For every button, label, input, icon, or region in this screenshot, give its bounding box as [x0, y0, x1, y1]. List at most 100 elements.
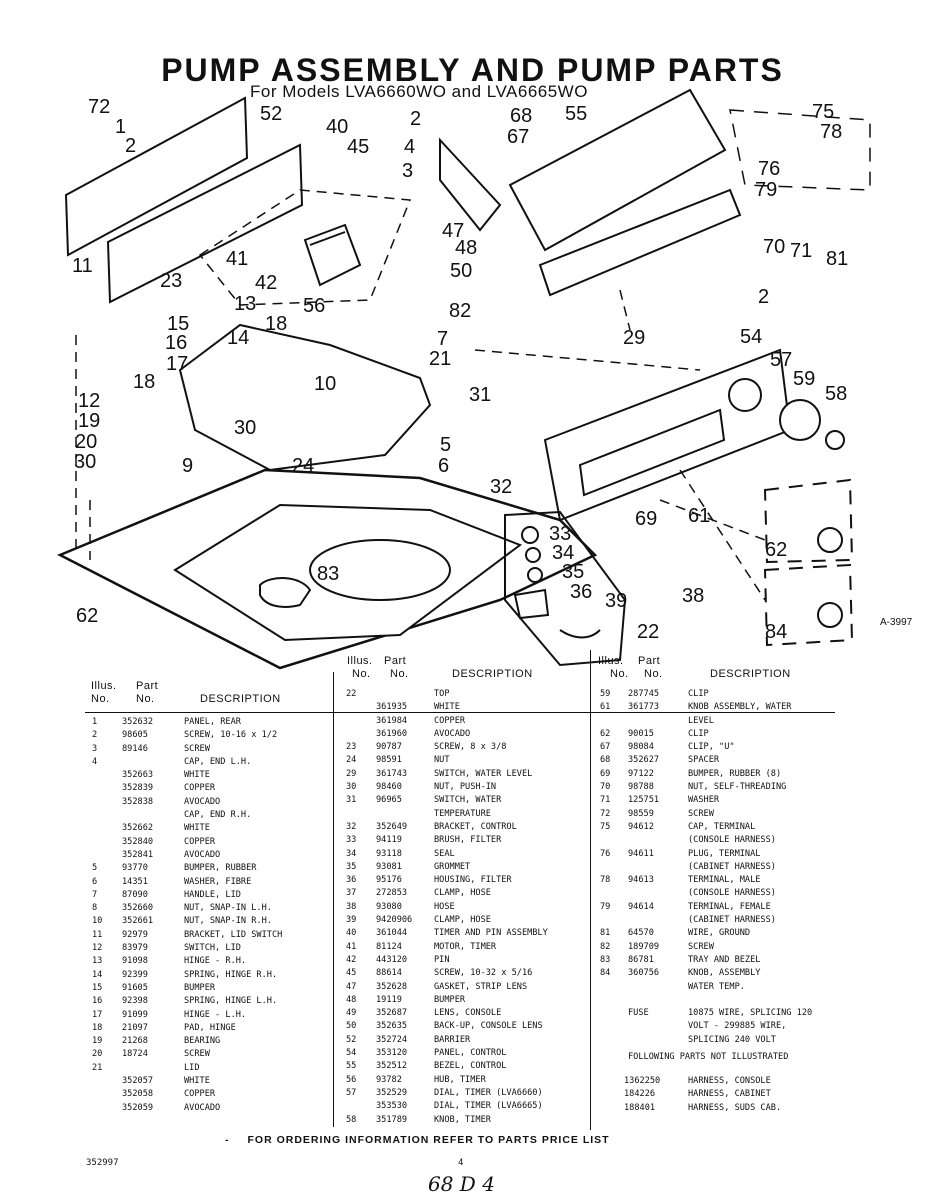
part-no: 93118	[376, 848, 402, 859]
description: KNOB ASSEMBLY, WATER	[688, 702, 792, 713]
part-no: 352662	[122, 823, 154, 834]
description: BACK-UP, CONSOLE LENS	[434, 1021, 543, 1032]
description: SWITCH, WATER	[434, 795, 502, 806]
description: WASHER	[688, 795, 720, 806]
part-no: 352663	[122, 770, 154, 781]
table-row: (CABINET HARNESS)	[598, 914, 848, 927]
callout-label: 1	[115, 116, 126, 138]
illus-no: 29	[346, 768, 357, 779]
description: NUT	[434, 755, 450, 766]
table-row: LEVEL	[598, 715, 848, 728]
illus-no: 22	[346, 689, 357, 699]
description: AVOCADO	[184, 849, 221, 860]
part-no: 95176	[376, 875, 402, 886]
illus-no: 50	[346, 1021, 357, 1032]
part-no: 98591	[376, 755, 402, 766]
page-title: PUMP ASSEMBLY AND PUMP PARTS	[161, 52, 784, 88]
part-no: 189709	[628, 941, 660, 952]
illus-no: 36	[346, 875, 357, 886]
callout-label: 35	[562, 561, 584, 583]
illus-no: 72	[600, 808, 611, 819]
callout-label: 9	[182, 455, 193, 477]
description: GROMMET	[434, 861, 471, 872]
part-no: 64570	[628, 928, 654, 939]
description: MOTOR, TIMER	[434, 941, 497, 952]
part-no: 14351	[122, 876, 148, 887]
callout-label: 29	[623, 327, 645, 349]
callout-label: 52	[260, 103, 282, 125]
illus-no: 48	[346, 994, 357, 1005]
page-number: 4	[458, 1158, 464, 1168]
part-no: 98788	[628, 782, 654, 793]
illus-no: 76	[600, 848, 611, 859]
illus-no: 17	[92, 1009, 103, 1020]
description: PAD, HINGE	[184, 1022, 236, 1033]
description: WASHER, FIBRE	[184, 876, 252, 887]
part-no: 94613	[628, 875, 654, 886]
description: SCREW	[184, 1049, 210, 1060]
description: CAP, END R.H.	[184, 810, 252, 821]
part-no: 352058	[122, 1089, 154, 1100]
part-no: 352635	[376, 1021, 408, 1032]
callout-label: 76	[758, 158, 780, 180]
callout-label: 56	[303, 295, 325, 317]
part-no: 272853	[376, 888, 408, 899]
illus-no: 33	[346, 835, 357, 846]
part-no: 90787	[376, 742, 402, 753]
description: KNOB, ASSEMBLY	[688, 968, 761, 979]
description: SCREW, 10-16 x 1/2	[184, 730, 278, 741]
part-no: 352627	[628, 755, 660, 766]
callout-label: 18	[265, 313, 287, 335]
illus-no: 11	[92, 929, 103, 940]
illus-no: 42	[346, 954, 357, 965]
description: LEVEL	[688, 715, 714, 726]
callout-label: 62	[765, 539, 787, 561]
illus-no: 10	[92, 916, 103, 927]
illus-no: 14	[92, 969, 103, 980]
part-no: 94612	[628, 821, 654, 832]
callout-label: 2	[758, 286, 769, 308]
description: BARRIER	[434, 1034, 471, 1045]
part-no: 87090	[122, 889, 148, 900]
callout-label: 78	[820, 121, 842, 143]
part-no: 352512	[376, 1061, 408, 1072]
callout-label: 81	[826, 248, 848, 270]
illus-no: 70	[600, 782, 611, 793]
part-no: 21097	[122, 1022, 148, 1033]
illus-no: 12	[92, 943, 103, 954]
description: NUT, SELF-THREADING	[688, 782, 787, 793]
description: BRACKET, CONTROL	[434, 821, 517, 832]
callout-label: 22	[637, 621, 659, 643]
callout-label: 10	[314, 373, 336, 395]
callout-label: 21	[429, 348, 451, 370]
illus-no: 32	[346, 821, 357, 832]
part-no: 361935	[376, 702, 408, 713]
table-row: WATER TEMP.	[598, 981, 848, 994]
callout-label: 72	[88, 96, 110, 118]
description: NUT, SNAP-IN R.H.	[184, 916, 272, 927]
callout-label: 13	[234, 293, 256, 315]
description: SPRING, HINGE L.H.	[184, 996, 278, 1007]
callout-label: 14	[227, 327, 249, 349]
not-illustrated-heading: FOLLOWING PARTS NOT ILLUSTRATED	[628, 1052, 789, 1063]
part-no: 353530	[376, 1101, 408, 1112]
